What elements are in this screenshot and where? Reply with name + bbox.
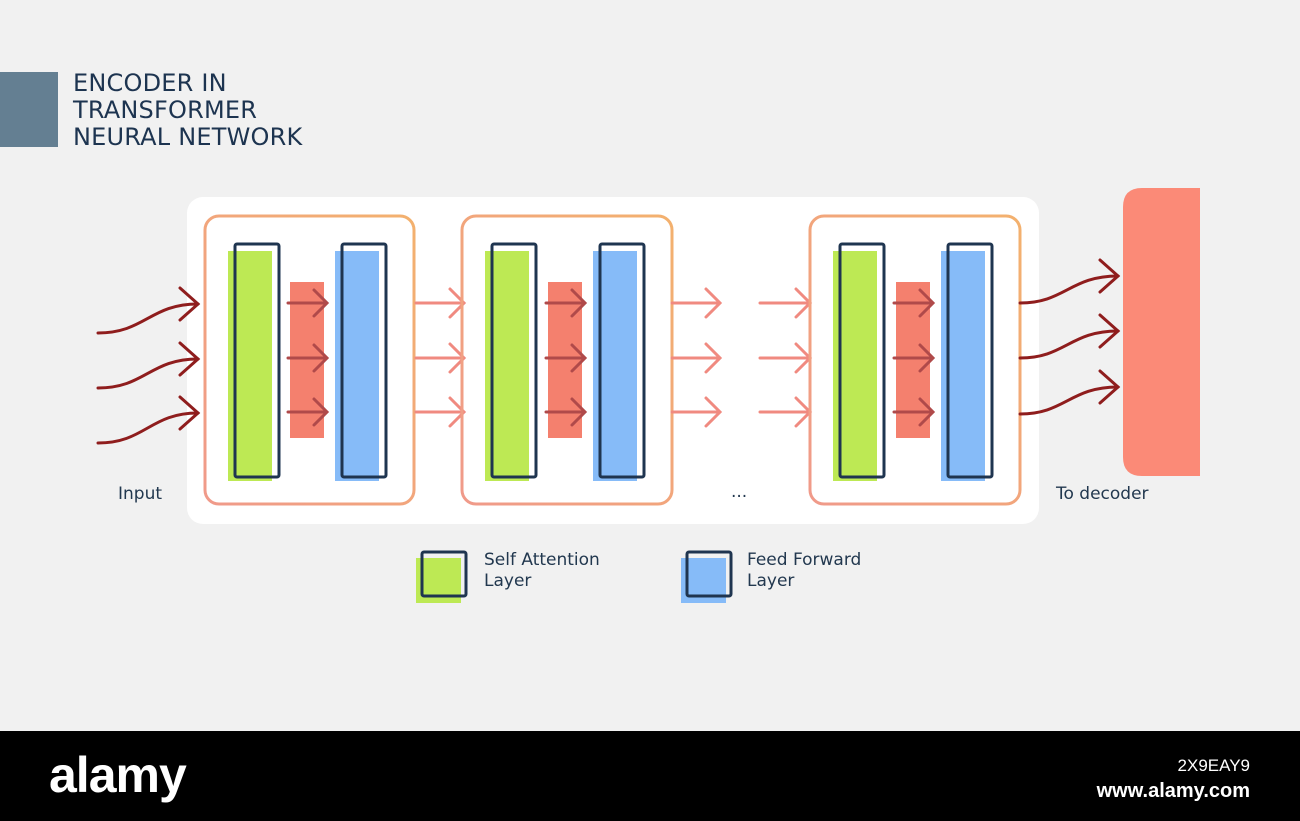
legend-self-attention-swatch (416, 550, 468, 603)
decoder-block (1123, 188, 1200, 476)
encoder-n-inner-arrows (892, 288, 936, 427)
encoder-block-n (808, 214, 1022, 506)
input-arrow-2-head (178, 341, 201, 377)
legend-feed-forward-line-2: Layer (747, 571, 795, 591)
encoder-n-mid-block (896, 282, 930, 438)
input-arrow-3 (96, 411, 200, 445)
encoder-1-self-attention-outline (233, 242, 281, 479)
encoder-2-mid-block (548, 282, 582, 438)
input-arrows (96, 286, 201, 445)
input-arrow-1 (96, 302, 200, 335)
output-arrows (1018, 258, 1121, 416)
to-decoder-label: To decoder (1056, 484, 1149, 504)
input-arrow-2 (96, 357, 200, 390)
watermark-logo: alamy (49, 747, 187, 803)
encoder-1-feed-forward-outline (340, 242, 388, 479)
output-arrow-1-head (1098, 258, 1121, 294)
input-label: Input (118, 484, 163, 504)
encoder-n-self-attention-outline (838, 242, 886, 479)
title-line-1: ENCODER IN (73, 69, 227, 97)
legend-self-attention-label: Self Attention Layer (484, 550, 600, 592)
encoder-2-border (460, 214, 674, 506)
title-accent-bar (0, 72, 58, 147)
output-arrow-2-head (1098, 313, 1121, 349)
encoder-1-mid-block (290, 282, 324, 438)
output-arrow-1 (1018, 274, 1120, 305)
legend-feed-forward-line-1: Feed Forward (747, 550, 862, 570)
watermark-url: www.alamy.com (1096, 780, 1250, 802)
encoder-1-inner-arrows (286, 288, 330, 427)
watermark-bar (0, 731, 1300, 821)
output-arrow-3-head (1098, 369, 1121, 405)
encoder-2-feed-forward-outline (598, 242, 646, 479)
title-line-3: NEURAL NETWORK (73, 123, 303, 151)
output-arrow-3 (1018, 385, 1120, 416)
encoder-block-1 (203, 214, 416, 506)
legend-feed-forward-label: Feed Forward Layer (747, 550, 861, 592)
output-arrow-2 (1018, 329, 1120, 360)
watermark-image-id: 2X9EAY9 (1177, 756, 1250, 775)
title-line-2: TRANSFORMER (73, 96, 258, 124)
ellipsis-label: ... (731, 482, 748, 502)
legend-feed-forward-swatch (681, 550, 733, 603)
encoder-n-feed-forward-outline (946, 242, 994, 479)
legend-self-attention-line-1: Self Attention (484, 550, 600, 570)
encoder-block-2 (460, 214, 674, 506)
encoder-diagram (96, 188, 1200, 603)
legend-self-attention-line-2: Layer (484, 571, 532, 591)
encoder-2-inner-arrows (544, 288, 588, 427)
input-arrow-3-head (178, 395, 201, 431)
encoder-2-self-attention-outline (490, 242, 538, 479)
diagram-title: ENCODER IN TRANSFORMER NEURAL NETWORK (73, 70, 302, 151)
connector-arrows-2-out (670, 287, 723, 428)
encoder-n-border (808, 214, 1022, 506)
encoder-1-border (203, 214, 416, 506)
connector-arrows-1-2 (414, 287, 467, 428)
input-arrow-1-head (178, 286, 201, 322)
